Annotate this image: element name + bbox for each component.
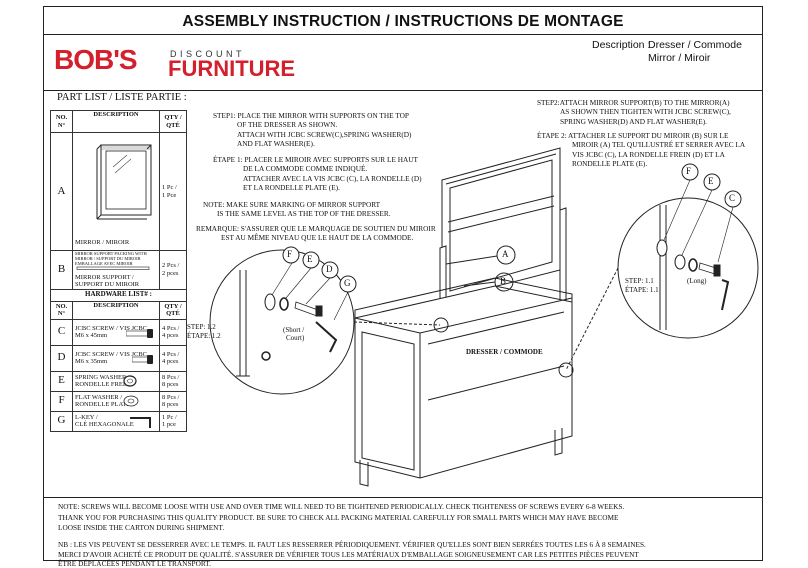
page-title: ASSEMBLY INSTRUCTION / INSTRUCTIONS DE M… bbox=[182, 13, 624, 30]
short-label: (Short /Court) bbox=[283, 326, 305, 342]
notes-divider bbox=[44, 497, 762, 498]
callout-f-right: F bbox=[686, 166, 692, 176]
callout-c-right: C bbox=[729, 193, 736, 203]
part-list-table: NO.N° DESCRIPTION QTY /QTÉ A MIRROR / MI… bbox=[50, 110, 187, 432]
title-divider bbox=[44, 34, 762, 35]
part-desc-b-2: SUPPORT DU MIROIR bbox=[75, 281, 140, 288]
part-desc-b-1: MIRROR SUPPORT / bbox=[75, 273, 134, 281]
spring-washer-icon bbox=[123, 374, 137, 387]
bobs-furniture-logo: BOB'S DISCOUNT FURNITURE bbox=[54, 44, 295, 80]
hardware-row-c: C JCBC SCREW / VIS JCBC M6 x 45mm 4 Pcs … bbox=[50, 318, 187, 346]
support-illustration bbox=[76, 266, 150, 270]
callout-b: B bbox=[500, 276, 507, 286]
footer-notes: NOTE: SCREWS WILL BECOME LOOSE WITH USE … bbox=[58, 502, 646, 568]
dresser-label: DRESSER / COMMODE bbox=[466, 348, 543, 356]
part-list-title: PART LIST / LISTE PARTIE : bbox=[57, 92, 187, 103]
callout-a: A bbox=[502, 249, 509, 259]
header-divider bbox=[44, 90, 762, 91]
flat-washer-icon bbox=[123, 395, 139, 406]
logo-discount: DISCOUNT bbox=[170, 49, 245, 59]
callout-f-left: F bbox=[287, 249, 293, 259]
part-desc-a: MIRROR / MIROIR bbox=[75, 238, 130, 246]
part-row-b: B MIRROR SUPPORT PACKING WITH MIRROR / S… bbox=[50, 250, 187, 290]
logo-furniture: FURNITURE bbox=[168, 56, 296, 81]
step1-note-fr: REMARQUE: S'ASSURER QUE LE MARQUAGE DE S… bbox=[196, 224, 436, 243]
callout-e-left: E bbox=[307, 254, 313, 264]
step1-en: STEP1: PLACE THE MIRROR WITH SUPPORTS ON… bbox=[213, 111, 412, 149]
description-label: Description : bbox=[592, 39, 651, 51]
instruction-sheet: ASSEMBLY INSTRUCTION / INSTRUCTIONS DE M… bbox=[43, 6, 763, 561]
col-qty: QTY /QTÉ bbox=[159, 110, 187, 133]
step1-note-en: NOTE: MAKE SURE MARKING OF MIRROR SUPPOR… bbox=[203, 200, 391, 219]
hardware-row-d: D JCBC SCREW / VIS JCBC M6 x 35mm 4 Pcs … bbox=[50, 344, 187, 372]
hardware-row-g: G L-KEY / CLÉ HEXAGONALE 1 Pc /1 pce bbox=[50, 410, 187, 432]
callout-e-right: E bbox=[708, 176, 714, 186]
callout-g-left: G bbox=[344, 278, 351, 288]
step2-fr: ÉTAPE 2: ATTACHER LE SUPPORT DU MIROIR (… bbox=[537, 131, 746, 169]
part-b-packing-note: MIRROR SUPPORT PACKING WITH MIRROR / SUP… bbox=[75, 251, 147, 266]
mirror-illustration bbox=[96, 144, 152, 220]
step2-en: STEP2:ATTACH MIRROR SUPPORT(B) TO THE MI… bbox=[537, 98, 731, 126]
description-line-1: Dresser / Commode bbox=[648, 39, 742, 51]
long-label: (Long) bbox=[687, 277, 707, 285]
part-row-a: A MIRROR / MIROIR 1 Pc /1 Pce bbox=[50, 132, 187, 251]
screw-long-icon bbox=[126, 328, 153, 338]
step1-fr: ÉTAPE 1: PLACER LE MIROIR AVEC SUPPORTS … bbox=[213, 155, 422, 193]
hardware-row-f: F FLAT WASHER / RONDELLE PLATE 8 Pcs /8 … bbox=[50, 390, 187, 412]
l-key-icon bbox=[130, 416, 151, 428]
callout-d-left: D bbox=[326, 264, 333, 274]
part-qty-b: 2 Pcs /2 pces bbox=[159, 250, 187, 290]
screw-short-icon bbox=[132, 354, 153, 364]
logo-bobs: BOB'S bbox=[54, 44, 138, 75]
description-line-2: Mirror / Miroir bbox=[648, 52, 711, 64]
part-qty-a: 1 Pc /1 Pce bbox=[159, 132, 187, 251]
